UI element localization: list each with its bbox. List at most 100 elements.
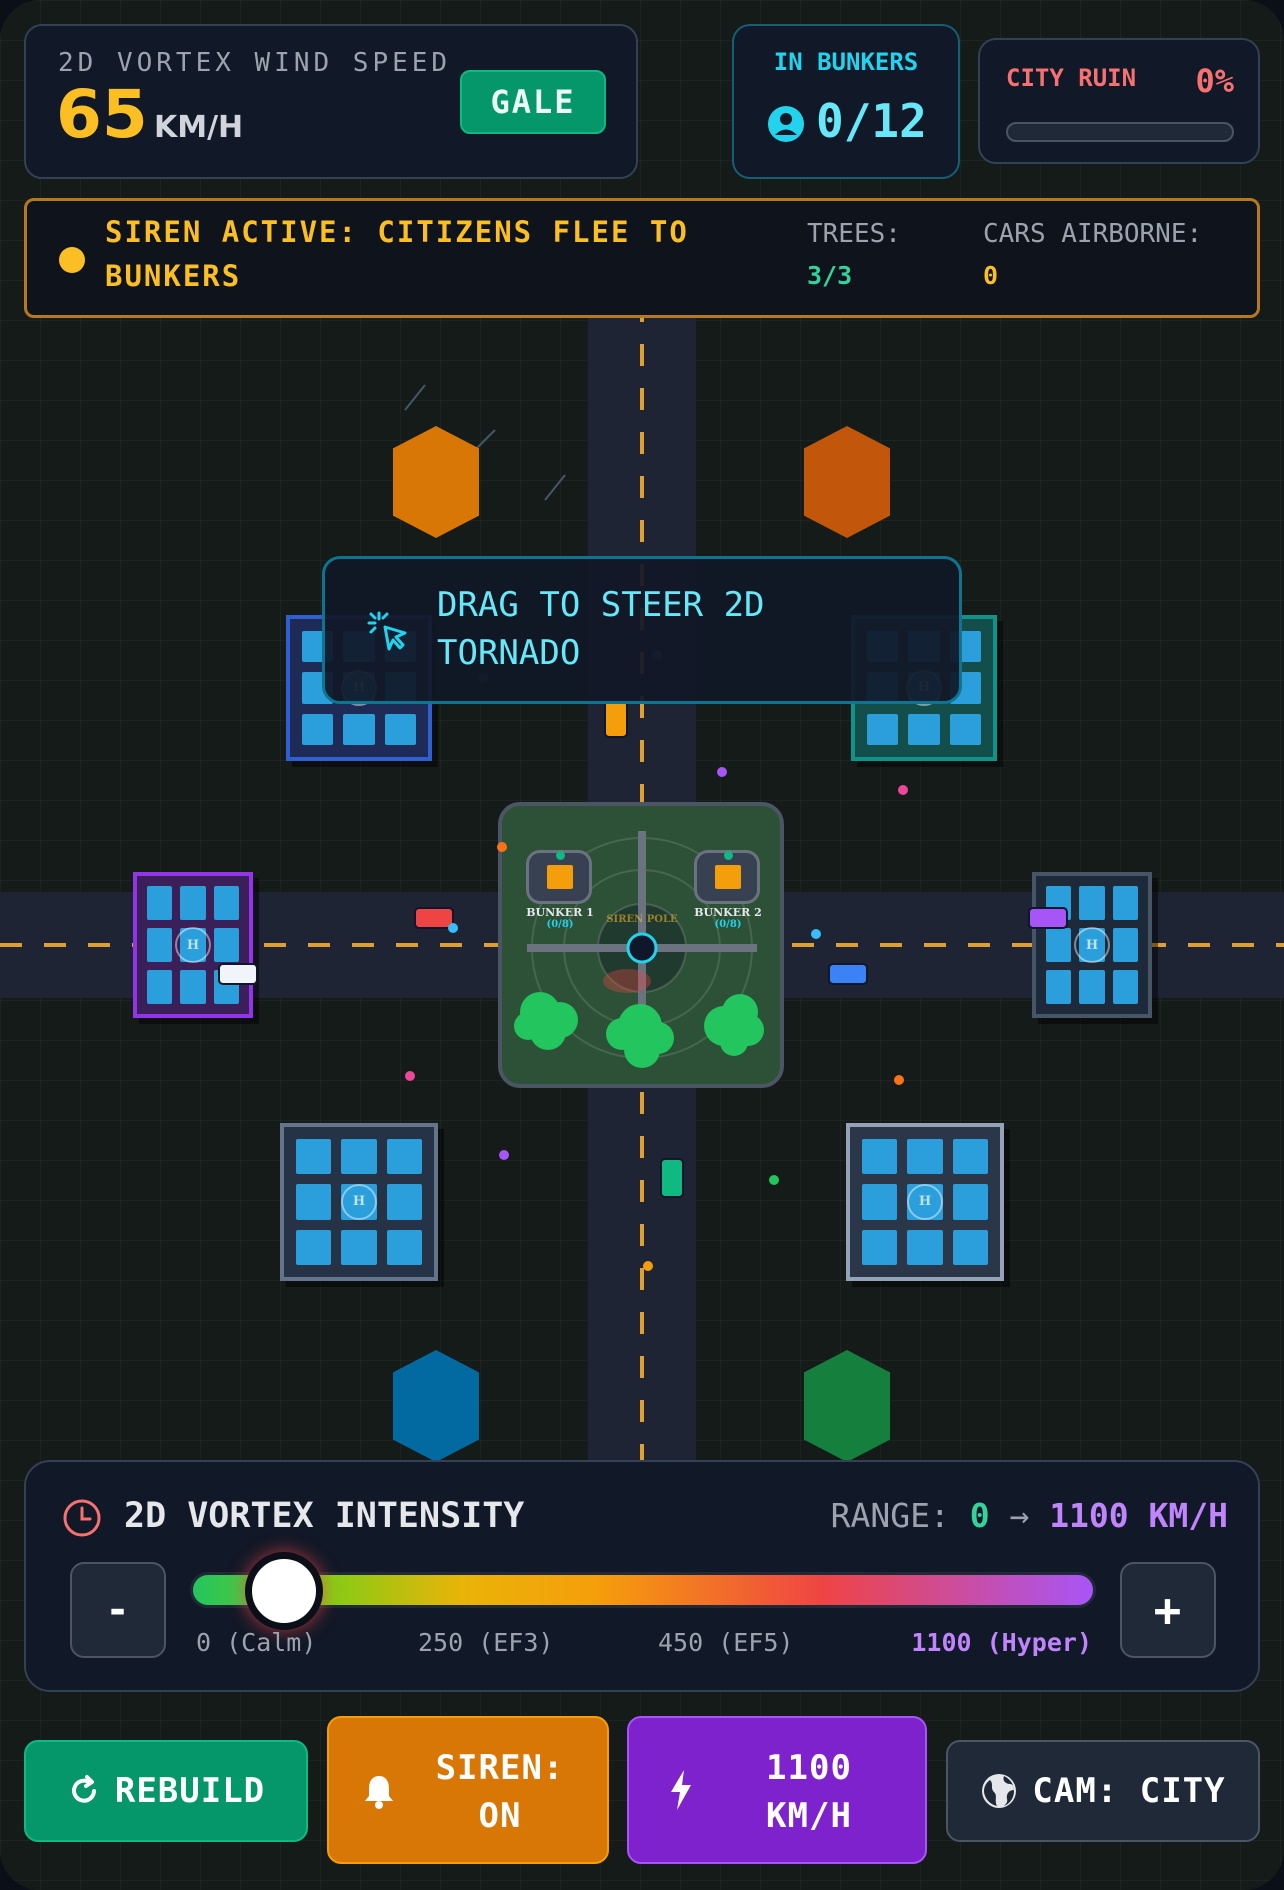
hex-building-orange-right bbox=[804, 426, 890, 538]
citizen-icon bbox=[766, 104, 806, 148]
tooltip-line1: DRAG TO STEER 2D bbox=[437, 585, 765, 625]
siren-alert-banner: SIREN ACTIVE: CITIZENS FLEE TO BUNKERS T… bbox=[24, 198, 1260, 318]
building-grey-sw bbox=[280, 1123, 438, 1281]
intensity-slider-thumb[interactable] bbox=[245, 1552, 324, 1630]
steer-tooltip: DRAG TO STEER 2D TORNADO bbox=[322, 556, 962, 704]
alert-message-line2: BUNKERS bbox=[105, 259, 242, 293]
city-ruin-card: CITY RUIN 0% bbox=[978, 38, 1260, 164]
rebuild-label: REBUILD bbox=[114, 1771, 266, 1811]
siren-pole-label: SIREN POLE bbox=[606, 914, 678, 925]
range-arrow: → bbox=[1009, 1496, 1030, 1535]
range-min: 0 bbox=[969, 1496, 990, 1535]
decrease-intensity-button[interactable]: - bbox=[70, 1562, 166, 1658]
camera-label: CAM: CITY bbox=[1032, 1771, 1226, 1811]
citizen bbox=[769, 1175, 779, 1185]
city-ruin-label: CITY RUIN bbox=[1006, 64, 1137, 92]
citizen bbox=[448, 923, 458, 933]
siren-radius-rings bbox=[527, 831, 757, 1059]
bunkers-card: IN BUNKERS 0/12 bbox=[732, 24, 960, 179]
wind-speed-card: 2D VORTEX WIND SPEED 65 KM/H GALE bbox=[24, 24, 638, 179]
tree-icon bbox=[514, 992, 578, 1050]
bunker-1-count: (0/8) bbox=[546, 919, 574, 930]
tick-ef3: 250 (EF3) bbox=[418, 1628, 554, 1657]
debris-streaks bbox=[404, 384, 566, 501]
camera-toggle-button[interactable]: CAM: CITY bbox=[946, 1740, 1260, 1842]
citizen bbox=[898, 785, 908, 795]
tree-icon bbox=[704, 994, 764, 1056]
central-plaza: BUNKER 1 (0/8) BUNKER 2 (0/8) SIREN POLE bbox=[498, 802, 784, 1088]
car-blue bbox=[828, 963, 868, 985]
citizen bbox=[717, 767, 727, 777]
alert-dot-icon bbox=[59, 247, 85, 273]
bunker-2-label: BUNKER 2 bbox=[694, 906, 762, 919]
intensity-title: 2D VORTEX INTENSITY bbox=[124, 1496, 525, 1536]
siren-toggle-button[interactable]: SIREN: ON bbox=[327, 1716, 609, 1864]
alert-message-line1: SIREN ACTIVE: CITIZENS FLEE TO bbox=[105, 215, 689, 249]
bunker-1-light bbox=[556, 851, 565, 860]
bunkers-label: IN BUNKERS bbox=[773, 48, 919, 76]
bunker-1[interactable] bbox=[526, 850, 592, 904]
wind-speed-value: 65 bbox=[56, 76, 148, 153]
intensity-slider-track[interactable] bbox=[190, 1572, 1096, 1608]
citizen bbox=[811, 929, 821, 939]
globe-icon bbox=[980, 1772, 1018, 1810]
lightning-icon bbox=[669, 1770, 693, 1810]
car-green bbox=[660, 1158, 684, 1198]
car-purple bbox=[1028, 907, 1068, 929]
tick-ef5: 450 (EF5) bbox=[658, 1628, 794, 1657]
building-purple-w bbox=[133, 872, 253, 1018]
city-ruin-value: 0% bbox=[1195, 62, 1234, 100]
bunker-2-light bbox=[724, 851, 733, 860]
cursor-click-icon bbox=[367, 609, 411, 657]
city-ruin-bar bbox=[1006, 122, 1234, 142]
siren-label: SIREN: ON bbox=[393, 1744, 607, 1840]
citizen bbox=[499, 1150, 509, 1160]
max-speed-line1: 1100 bbox=[766, 1748, 852, 1788]
tick-hyper: 1100 (Hyper) bbox=[911, 1628, 1092, 1657]
cars-airborne-label: CARS AIRBORNE: bbox=[983, 219, 1203, 249]
wind-speed-label: 2D VORTEX WIND SPEED bbox=[58, 48, 452, 78]
tick-calm: 0 (Calm) bbox=[196, 1628, 317, 1657]
cars-airborne-value: 0 bbox=[983, 261, 999, 290]
max-speed-button[interactable]: 1100 KM/H bbox=[627, 1716, 927, 1864]
bell-icon bbox=[363, 1773, 395, 1809]
increase-intensity-button[interactable]: + bbox=[1120, 1562, 1216, 1658]
tooltip-line2: TORNADO bbox=[437, 633, 581, 673]
car-white bbox=[218, 963, 258, 985]
range-max: 1100 KM/H bbox=[1049, 1496, 1228, 1535]
wind-speed-unit: KM/H bbox=[154, 110, 244, 145]
range-label: RANGE: bbox=[830, 1496, 950, 1535]
bunker-2-hatch bbox=[715, 865, 741, 889]
trees-value: 3/3 bbox=[807, 261, 853, 290]
building-grey-se bbox=[846, 1123, 1004, 1281]
hex-building-green bbox=[804, 1350, 890, 1462]
hex-building-orange-left bbox=[393, 426, 479, 538]
rebuild-button[interactable]: REBUILD bbox=[24, 1740, 308, 1842]
citizen bbox=[894, 1075, 904, 1085]
citizen bbox=[497, 842, 507, 852]
citizen bbox=[405, 1071, 415, 1081]
range-readout: RANGE: 0 → 1100 KM/H bbox=[831, 1496, 1228, 1535]
bunker-1-label: BUNKER 1 bbox=[526, 906, 594, 919]
bunker-2[interactable] bbox=[694, 850, 760, 904]
max-speed-label: 1100 KM/H bbox=[693, 1744, 925, 1840]
bunkers-count: 0/12 bbox=[816, 94, 927, 148]
car-yellow bbox=[604, 700, 628, 738]
car-red bbox=[414, 907, 454, 929]
clock-icon bbox=[62, 1498, 102, 1542]
building-slate-e bbox=[1032, 872, 1152, 1018]
trees-label: TREES: bbox=[807, 219, 901, 249]
citizen bbox=[643, 1261, 653, 1271]
tree-icon bbox=[606, 1004, 674, 1068]
bunker-1-hatch bbox=[547, 865, 573, 889]
gale-badge: GALE bbox=[460, 70, 606, 134]
max-speed-line2: KM/H bbox=[766, 1796, 852, 1836]
refresh-icon bbox=[67, 1774, 101, 1808]
plaza-trees bbox=[514, 992, 764, 1068]
siren-label-line1: SIREN: bbox=[435, 1748, 565, 1788]
hex-building-blue bbox=[393, 1350, 479, 1462]
siren-label-line2: ON bbox=[478, 1796, 522, 1836]
intensity-panel: 2D VORTEX INTENSITY RANGE: 0 → 1100 KM/H… bbox=[24, 1460, 1260, 1692]
bunker-2-count: (0/8) bbox=[714, 919, 742, 930]
